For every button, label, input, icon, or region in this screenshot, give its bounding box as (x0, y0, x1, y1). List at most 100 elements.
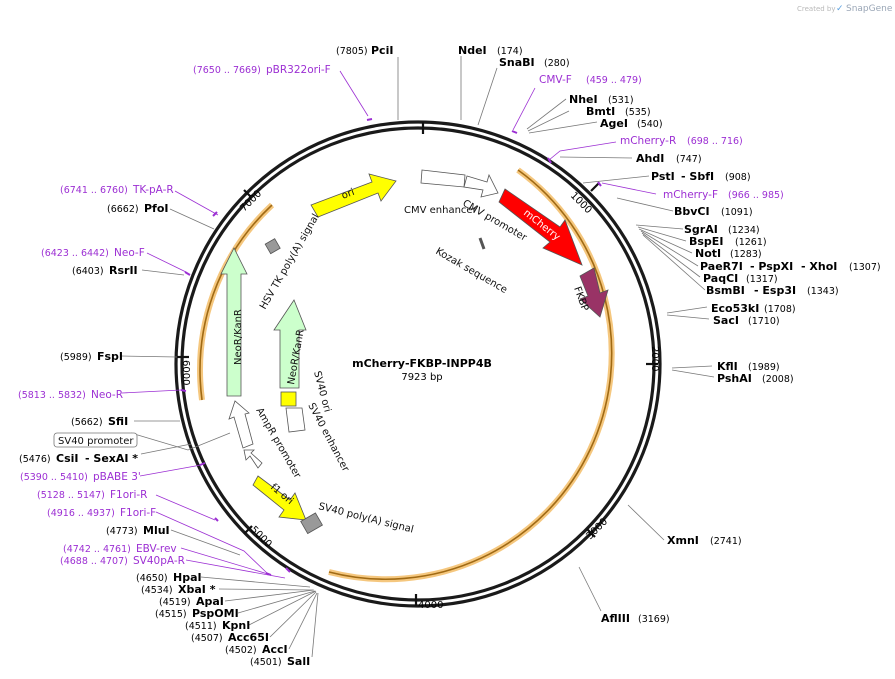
feature-sv40-ori-box (280, 391, 297, 407)
svg-text:Eco53kI: Eco53kI (711, 302, 759, 315)
site-noti: NotI (1283) (695, 247, 762, 260)
svg-text:(5662): (5662) (71, 417, 103, 428)
svg-text:(1343): (1343) (807, 286, 839, 297)
svg-text:mCherry-F: mCherry-F (663, 189, 718, 201)
site-ndei: NdeI (174) (458, 44, 523, 57)
site-fspi: (5989) FspI (60, 350, 123, 363)
svg-text:pBABE 3': pBABE 3' (93, 471, 141, 483)
site-psti-sbfi: PstI - SbfI (908) (651, 170, 751, 183)
feature-arc-mcherry-fkbp-inpp4b-core (328, 169, 613, 580)
svg-text:CsiI: CsiI (56, 452, 78, 465)
site-eco53ki: Eco53kI (1708) (711, 302, 796, 315)
svg-text:(3169): (3169) (638, 614, 670, 625)
svg-text:KflI: KflI (717, 360, 738, 373)
primer-sv40pa-r: (4688 .. 4707) SV40pA-R (60, 555, 185, 567)
site-bspei: BspEI (1261) (689, 235, 767, 248)
svg-text:(1317): (1317) (746, 274, 778, 285)
svg-text:AhdI: AhdI (636, 152, 664, 165)
site-kpni: (4511) KpnI (185, 619, 250, 632)
site-bmti: BmtI (535) (586, 105, 651, 118)
site-sfii: (5662) SfiI (71, 415, 128, 428)
svg-text:pBR322ori-F: pBR322ori-F (266, 64, 331, 76)
primer-neo-r: (5813 .. 5832) Neo-R (18, 389, 123, 401)
svg-text:(1091): (1091) (721, 207, 753, 218)
svg-text:(1283): (1283) (730, 249, 762, 260)
svg-text:NheI: NheI (569, 93, 598, 106)
feature-ori-arrow (310, 173, 397, 218)
site-pshai: PshAI (2008) (717, 372, 794, 385)
primer-mcherry-r: mCherry-R (698 .. 716) (620, 135, 743, 147)
svg-text:(4507): (4507) (191, 633, 223, 644)
feature-ampr-promoter-arrow (228, 400, 254, 449)
svg-text:(6423 .. 6442): (6423 .. 6442) (41, 248, 109, 259)
primer-pbr322ori-f: (7650 .. 7669) pBR322ori-F (193, 64, 331, 76)
svg-text:EBV-rev: EBV-rev (136, 543, 177, 555)
site-xbai: (4534) XbaI * (141, 583, 216, 596)
site-saci: SacI (1710) (713, 314, 780, 327)
svg-text:MluI: MluI (143, 524, 170, 537)
svg-text:(6403): (6403) (72, 266, 104, 277)
svg-text:(698 .. 716): (698 .. 716) (687, 136, 743, 147)
svg-text:PstI: PstI (651, 170, 675, 183)
svg-text:(4515): (4515) (155, 609, 187, 620)
site-sgrai: SgrAI (1234) (684, 223, 760, 236)
svg-text:Acc65I: Acc65I (228, 631, 269, 644)
svg-text:BmtI: BmtI (586, 105, 615, 118)
tick-label-2000: 2000 (649, 346, 660, 371)
feature-arc-left-upper-core (199, 204, 273, 401)
primer-pbabe-3: (5390 .. 5410) pBABE 3' (20, 471, 141, 483)
svg-text:XbaI *: XbaI * (178, 583, 216, 596)
site-csii-sexai: (5476) CsiI - SexAI * (19, 452, 138, 465)
svg-text:(535): (535) (625, 107, 651, 118)
brand-created-by: Created by (797, 5, 836, 13)
svg-text:(459 .. 479): (459 .. 479) (586, 75, 642, 86)
tick-label-3000: 3000 (584, 516, 610, 542)
svg-text:SnaBI: SnaBI (499, 56, 535, 69)
plasmid-name: mCherry-FKBP-INPP4B (352, 357, 492, 370)
svg-text:(4502): (4502) (225, 645, 257, 656)
site-agei: AgeI (540) (600, 117, 663, 130)
svg-text:(2741): (2741) (710, 536, 742, 547)
svg-text:(4519): (4519) (159, 597, 191, 608)
tick-label-6000: 6000 (180, 360, 191, 385)
svg-text:(5813 .. 5832): (5813 .. 5832) (18, 390, 86, 401)
svg-text:(908): (908) (725, 172, 751, 183)
svg-text:Neo-F: Neo-F (114, 247, 145, 259)
site-pcii: (7805) PciI (336, 44, 393, 57)
feature-neor-kanr-arrow-outer (220, 247, 248, 397)
svg-text:Neo-R: Neo-R (91, 389, 123, 401)
svg-text:(7805): (7805) (336, 46, 368, 57)
feature-neor-kanr-outer-label: NeoR/KanR (233, 309, 244, 365)
svg-text:(2008): (2008) (762, 374, 794, 385)
svg-text:(4650): (4650) (136, 573, 168, 584)
site-paer7i-pspxi-xhoi: PaeR7I - PspXI - XhoI (1307) (700, 260, 881, 273)
svg-text:(1307): (1307) (849, 262, 881, 273)
svg-text:XmnI: XmnI (667, 534, 699, 547)
svg-text:(540): (540) (637, 119, 663, 130)
svg-text:(4742 .. 4761): (4742 .. 4761) (63, 544, 131, 555)
svg-text:(5390 .. 5410): (5390 .. 5410) (20, 472, 88, 483)
feature-cmv-enhancer-label: CMV enhancer (404, 205, 478, 216)
primer-ebv-rev: (4742 .. 4761) EBV-rev (63, 543, 177, 555)
leader-lines (120, 56, 715, 658)
primer-f1ori-f: (4916 .. 4937) F1ori-F (47, 507, 156, 519)
svg-text:(6741 .. 6760): (6741 .. 6760) (60, 185, 128, 196)
svg-text:FspI: FspI (97, 350, 123, 363)
site-xmni: XmnI (2741) (667, 534, 742, 547)
svg-text:BspEI: BspEI (689, 235, 723, 248)
svg-text:SV40pA-R: SV40pA-R (133, 555, 185, 567)
primer-neo-f: (6423 .. 6442) Neo-F (41, 247, 145, 259)
sv40-promoter-label: SV40 promoter (58, 436, 134, 447)
svg-text:(5128 .. 5147): (5128 .. 5147) (37, 490, 105, 501)
feature-hsv-tk-polya-box (264, 238, 281, 255)
feature-sv40-enhancer-label: SV40 enhancer (305, 401, 351, 474)
tick-label-7000: 7000 (238, 188, 264, 214)
primer-marks (180, 118, 602, 576)
site-snabi: SnaBI (280) (499, 56, 570, 69)
svg-text:- PspXI: - PspXI (750, 260, 793, 273)
site-aflIII: AflIII (3169) (601, 612, 670, 625)
feature-ori-label: ori (340, 187, 356, 202)
svg-text:(1234): (1234) (728, 225, 760, 236)
brand-name: SnapGene (846, 4, 893, 14)
primer-mcherry-f: mCherry-F (966 .. 985) (663, 189, 784, 201)
